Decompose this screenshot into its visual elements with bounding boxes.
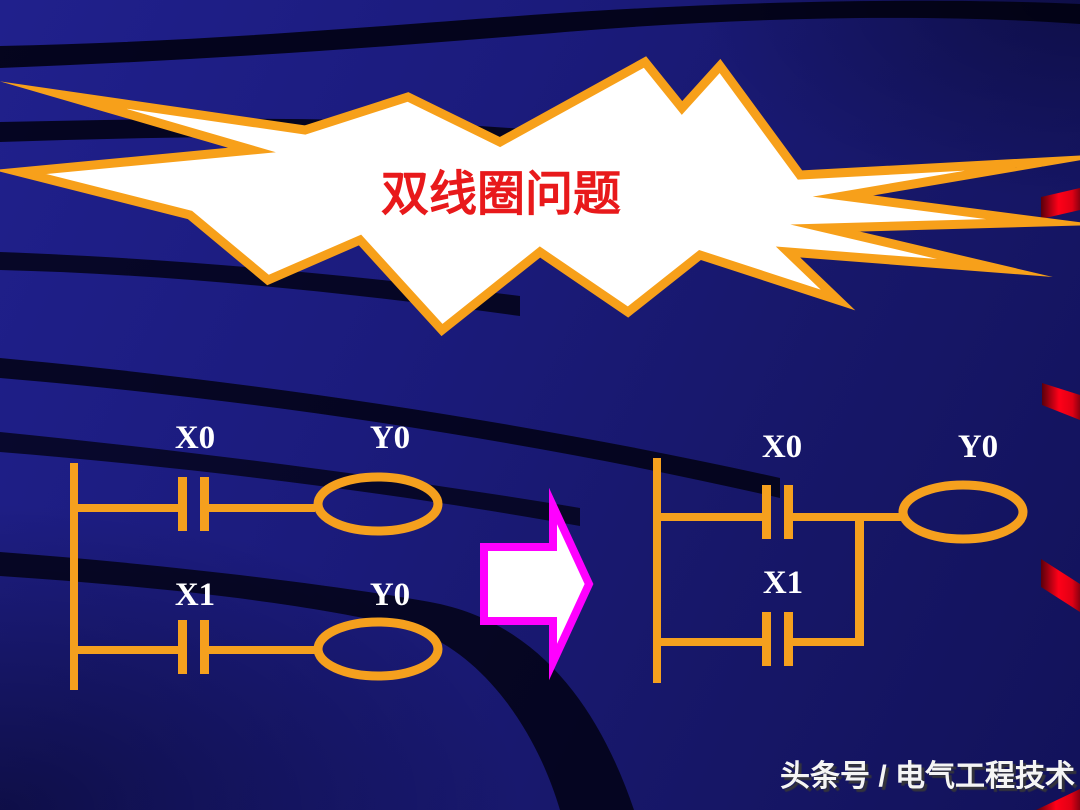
- swoosh-mid-upper: [0, 252, 520, 316]
- right-contact2-label: X1: [762, 565, 804, 601]
- right-contact1-bar1: [762, 485, 771, 539]
- left-rung1-wire-b: [207, 504, 315, 512]
- swoosh-bottom-curve: [0, 552, 634, 810]
- watermark-text: 头条号 / 电气工程技术: [779, 760, 1075, 793]
- right-contact1-label: X0: [761, 429, 803, 465]
- edge-accent-stripes: [1036, 188, 1080, 810]
- right-rung1-wire-b: [791, 513, 901, 521]
- left-rung2-contact-bar2: [200, 620, 209, 674]
- left-rung1-coil: [313, 472, 443, 536]
- left-rung2-coil: [313, 617, 443, 681]
- right-rung1-wire-a: [653, 513, 764, 521]
- left-rung2-wire-b: [207, 646, 315, 654]
- right-ladder-diagram: [653, 458, 1028, 683]
- right-rung2-wire-a: [653, 638, 764, 646]
- right-power-rail: [653, 458, 661, 683]
- right-contact2-bar1: [762, 612, 771, 666]
- red-stripe-corner: [1036, 789, 1080, 810]
- left-rung1-contact-bar2: [200, 477, 209, 531]
- swoosh-mid-lower: [0, 432, 580, 526]
- left-contact1-label: X0: [174, 420, 216, 456]
- right-arrow-icon: [480, 487, 594, 681]
- right-coil-label: Y0: [957, 429, 999, 465]
- right-branch-junction: [855, 513, 864, 646]
- right-rung2-wire-b: [791, 638, 864, 646]
- left-coil2-label: Y0: [369, 577, 411, 613]
- right-contact1-bar2: [784, 485, 793, 539]
- red-stripe-lower: [1041, 559, 1080, 612]
- left-rung1-wire-a: [70, 504, 180, 512]
- left-rung2-wire-a: [70, 646, 180, 654]
- right-contact2-bar2: [784, 612, 793, 666]
- slide-title: 双线圈问题: [380, 168, 621, 221]
- left-coil1-label: Y0: [369, 420, 411, 456]
- red-stripe-middle: [1042, 383, 1080, 420]
- left-power-rail: [70, 463, 78, 690]
- left-ladder-diagram: [70, 463, 443, 690]
- right-coil: [898, 480, 1028, 544]
- swoosh-middle: [0, 358, 780, 498]
- red-stripe-top: [1041, 188, 1080, 219]
- swoosh-top: [0, 0, 1080, 68]
- starburst-shape: [0, 56, 1080, 337]
- left-contact2-label: X1: [174, 577, 216, 613]
- left-rung1-contact-bar1: [178, 477, 187, 531]
- left-rung2-contact-bar1: [178, 620, 187, 674]
